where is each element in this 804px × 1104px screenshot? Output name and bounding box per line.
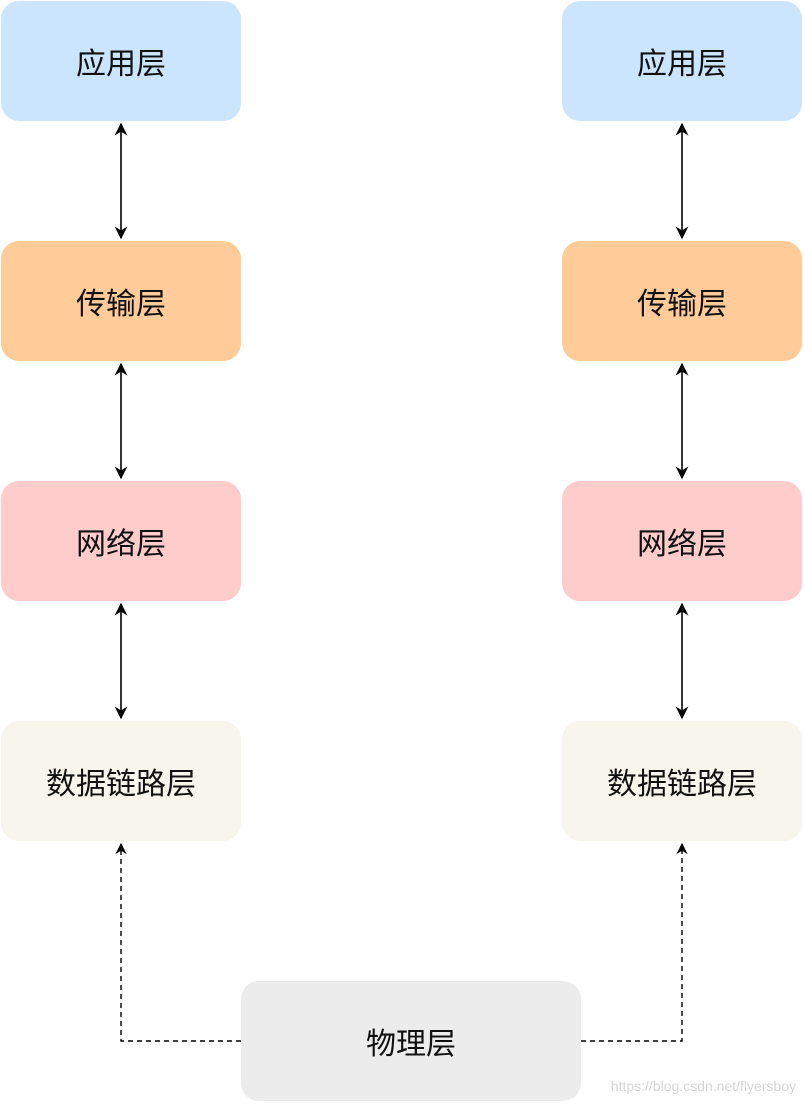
physical-to-left-datalink-dashed-arrow (115, 842, 241, 1042)
left-transport-layer-box: 传输层 (1, 241, 241, 361)
left-network-layer-box: 网络层 (1, 481, 241, 601)
right-datalink-layer-box: 数据链路层 (562, 721, 802, 841)
right-application-layer-box: 应用层 (562, 1, 802, 121)
left-datalink-layer-box: 数据链路层 (1, 721, 241, 841)
right-network-layer-box: 网络层 (562, 481, 802, 601)
right-transport-layer-box: 传输层 (562, 241, 802, 361)
physical-to-right-datalink-dashed-arrow (581, 842, 688, 1042)
left-application-layer-box: 应用层 (1, 1, 241, 121)
watermark-text: https://blog.csdn.net/flyersboy (610, 1078, 796, 1094)
physical-layer-box: 物理层 (241, 981, 581, 1101)
